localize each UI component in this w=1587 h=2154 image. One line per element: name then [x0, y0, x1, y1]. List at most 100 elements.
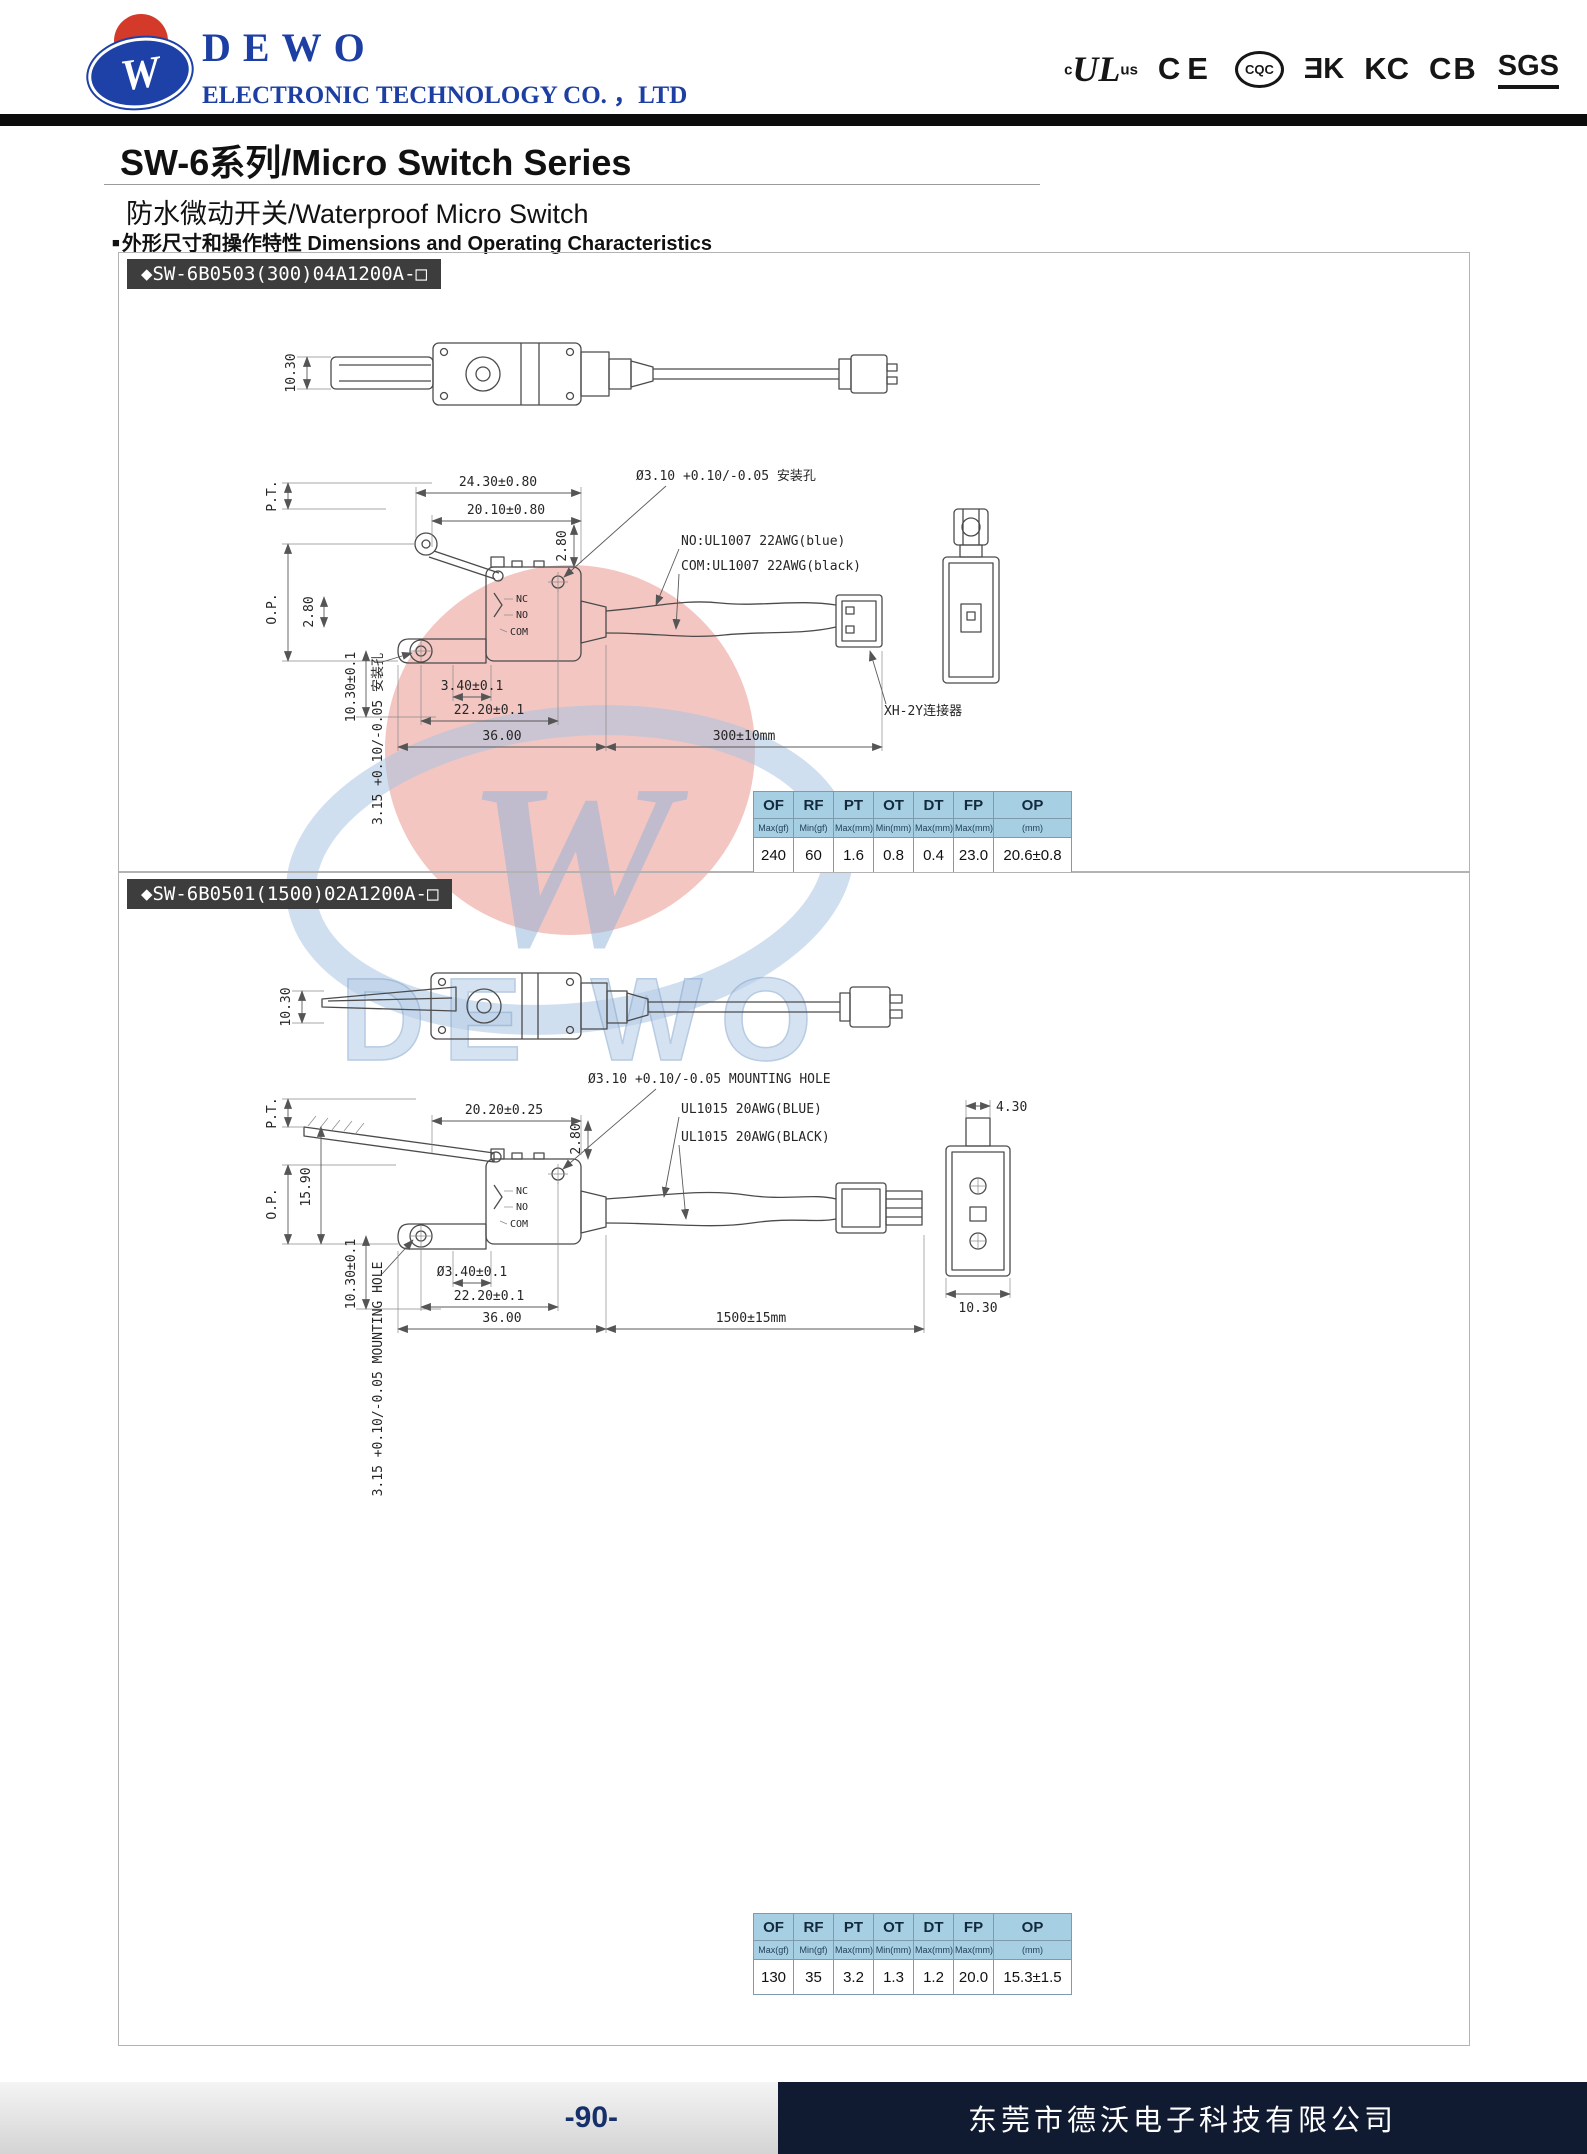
watermark-w-letter: W: [466, 736, 689, 996]
dim-lever-height-label: 10.30: [279, 987, 294, 1026]
cb-mark: CB: [1428, 51, 1478, 86]
value-cell: 15.3±1.5: [993, 1959, 1072, 1995]
model2-side-view-body: [945, 1117, 1011, 1277]
model1-side-view-body: [942, 508, 1000, 684]
subheader-cell: Max(gf): [753, 1940, 794, 1960]
model1-front-view: NC NO COM 24.30±0.80 20.10±0.80 2.80 Ø3.…: [265, 469, 962, 825]
ul-letters: UL: [1072, 49, 1121, 89]
dim-24-30-label: 24.30±0.80: [459, 475, 537, 490]
company-block: DEWO ELECTRONIC TECHNOLOGY CO. ，LTD: [202, 24, 687, 111]
ek-mark: ƎK: [1303, 52, 1345, 85]
model2-dimensions: Ø3.10 +0.10/-0.05 MOUNTING HOLE 20.20±0.…: [265, 1072, 925, 1497]
subheader-cell: Max(mm): [913, 818, 954, 838]
dim-22-20-label: 22.20±0.1: [454, 703, 524, 718]
title-underline: [104, 184, 1040, 185]
col-header-rf: RF: [793, 1913, 834, 1941]
col-header-of: OF: [753, 791, 794, 819]
col-header-op: OP: [993, 791, 1072, 819]
side-hole-label: 3.15 +0.10/-0.05 MOUNTING HOLE: [371, 1262, 386, 1497]
logo-blue-ellipse: W: [83, 31, 197, 115]
value-cell: 60: [793, 837, 834, 873]
subheader-cell: Max(gf): [753, 818, 794, 838]
subheader-cell: Max(mm): [953, 818, 994, 838]
subheader-cell: Max(mm): [913, 1940, 954, 1960]
dim-10-30-side-label: 10.30: [958, 1301, 997, 1316]
ul-prefix: c: [1064, 61, 1073, 79]
dim-15-90-label: 15.90: [299, 1167, 314, 1206]
dim-3-40-label: Ø3.40±0.1: [437, 1265, 507, 1280]
page-subtitle: 防水微动开关/Waterproof Micro Switch: [126, 199, 589, 229]
terminal-nc-label: NC: [516, 1186, 528, 1197]
footer-right: 东莞市德沃电子科技有限公司: [778, 2082, 1587, 2154]
wire-com-label: COM:UL1007 22AWG(black): [681, 559, 861, 574]
dim-3-40-label: 3.40±0.1: [441, 679, 504, 694]
col-header-pt: PT: [833, 1913, 874, 1941]
col-header-dt: DT: [913, 791, 954, 819]
cqc-mark: CQC: [1235, 50, 1284, 88]
pt-label: P.T.: [265, 1097, 280, 1128]
model1-dimensions: 24.30±0.80 20.10±0.80 2.80 Ø3.10 +0.10/-…: [265, 469, 962, 825]
model2-centerlines: [307, 1115, 568, 1246]
dim-10-30-left-label: 10.30±0.1: [344, 652, 359, 722]
value-cell: 0.4: [913, 837, 954, 873]
terminal-com-label: COM: [510, 1219, 528, 1230]
dewo-logo: W: [83, 14, 197, 115]
operating-characteristics-table-model1: OF RF PT OT DT FP OP Max(gf) Min(gf) Max…: [753, 791, 1072, 873]
model2-top-view-dimensions: 10.30: [279, 987, 324, 1027]
certification-marks: cULus CE CQC ƎK KC CB SGS: [1064, 48, 1559, 90]
subheader-cell: (mm): [993, 1940, 1072, 1960]
dim-20-20-label: 20.20±0.25: [465, 1103, 543, 1118]
value-cell: 35: [793, 1959, 834, 1995]
subheader-cell: Min(mm): [873, 1940, 914, 1960]
footer-company-name: 东莞市德沃电子科技有限公司: [967, 2105, 1397, 2137]
terminal-com-label: COM: [510, 627, 528, 638]
col-header-fp: FP: [953, 791, 994, 819]
table-value-row: 130 35 3.2 1.3 1.2 20.0 15.3±1.5: [753, 1959, 1072, 1995]
col-header-dt: DT: [913, 1913, 954, 1941]
value-cell: 240: [753, 837, 794, 873]
table-subheader-row: Max(gf) Min(gf) Max(mm) Min(mm) Max(mm) …: [753, 818, 1072, 838]
model1-section: ◆SW-6B0503(300)04A1200A-□ 10.30: [118, 252, 1470, 873]
mounting-hole-label: Ø3.10 +0.10/-0.05 MOUNTING HOLE: [588, 1072, 831, 1087]
subheader-cell: Min(gf): [793, 818, 834, 838]
op-label: O.P.: [265, 593, 280, 624]
sgs-mark: SGS: [1497, 50, 1559, 89]
terminal-no-label: NO: [516, 1202, 528, 1213]
dim-2-80-left-label: 2.80: [302, 596, 317, 627]
model1-switch-assembly: [397, 532, 883, 664]
subheader-cell: Min(gf): [793, 1940, 834, 1960]
page-title: SW-6系列/Micro Switch Series: [120, 142, 632, 183]
model1-part-number: ◆SW-6B0503(300)04A1200A-□: [127, 259, 441, 289]
model1-top-view-assembly: [330, 342, 898, 406]
connector-label: XH-2Y连接器: [884, 703, 962, 719]
value-cell: 3.2: [833, 1959, 874, 1995]
watermark-dewo-text: DE WO: [340, 954, 830, 1086]
company-name: DEWO: [202, 25, 377, 70]
model1-top-view: 10.30: [284, 342, 898, 406]
model2-switch-assembly: [303, 1126, 923, 1250]
value-cell: 1.3: [873, 1959, 914, 1995]
kc-mark: KC: [1364, 51, 1409, 86]
model2-top-view-assembly: [321, 972, 903, 1040]
dim-22-20-label: 22.20±0.1: [454, 1289, 524, 1304]
ce-mark: CE: [1157, 51, 1215, 86]
section-heading-text: 外形尺寸和操作特性 Dimensions and Operating Chara…: [121, 233, 712, 255]
operating-characteristics-table-model2: OF RF PT OT DT FP OP Max(gf) Min(gf) Max…: [753, 1913, 1072, 1995]
bullet-square: ■: [112, 235, 120, 250]
model1-side-view: [942, 508, 1000, 684]
dim-cable-length-label: 300±10mm: [713, 729, 776, 744]
value-cell: 130: [753, 1959, 794, 1995]
pt-label: P.T.: [265, 480, 280, 511]
table-subheader-row: Max(gf) Min(gf) Max(mm) Min(mm) Max(mm) …: [753, 1940, 1072, 1960]
col-header-pt: PT: [833, 791, 874, 819]
value-cell: 1.2: [913, 1959, 954, 1995]
model1-top-view-dimensions: 10.30: [284, 353, 331, 393]
terminal-no-label: NO: [516, 610, 528, 621]
page-number: -90-: [564, 2101, 618, 2134]
table-value-row: 240 60 1.6 0.8 0.4 23.0 20.6±0.8: [753, 837, 1072, 873]
model2-top-view: 10.30: [279, 972, 903, 1040]
value-cell: 20.6±0.8: [993, 837, 1072, 873]
col-header-op: OP: [993, 1913, 1072, 1941]
